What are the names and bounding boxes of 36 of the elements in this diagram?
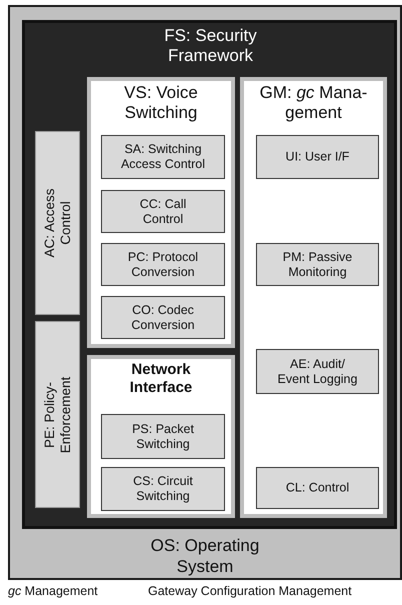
component-box xyxy=(101,296,225,339)
box-label: PS: Packet Switching xyxy=(131,422,195,452)
component-box xyxy=(101,135,225,179)
box-label: SA: Switching Access Control xyxy=(120,142,206,172)
box-label: FS: Security Framework xyxy=(163,26,258,67)
side-module xyxy=(35,131,80,315)
box-label: OS: Operating System xyxy=(150,536,260,577)
box-label: AE: Audit/ Event Logging xyxy=(276,356,358,386)
component-box xyxy=(256,349,379,394)
box-label: CS: Circuit Switching xyxy=(132,474,194,504)
box-label: GM: gc Mana- gement xyxy=(258,83,368,124)
box-label: CL: Control xyxy=(284,480,350,496)
box-label: UI: User I/F xyxy=(284,150,350,164)
box-label: PE: Policy- Enforcement xyxy=(41,375,74,455)
component-box xyxy=(101,467,225,511)
component-box xyxy=(256,467,379,509)
box-label: PC: Protocol Conversion xyxy=(126,250,200,280)
box-label: CO: Codec Conversion xyxy=(130,302,196,332)
component-box xyxy=(101,243,225,286)
component-box xyxy=(101,190,225,233)
module-panel xyxy=(240,77,387,518)
system-layer xyxy=(8,5,402,580)
module-panel xyxy=(87,77,235,348)
box-label: CC: Call Control xyxy=(138,196,188,226)
note-text: Gateway Configuration Management xyxy=(148,584,352,598)
box-label: PM: Passive Monitoring xyxy=(282,250,354,280)
module-panel xyxy=(87,355,235,518)
framework-layer xyxy=(22,20,397,529)
component-box xyxy=(256,135,379,179)
section-heading: Network Interface xyxy=(128,361,194,397)
box-label: AC: Access Control xyxy=(41,187,74,260)
component-box xyxy=(256,243,379,286)
component-box xyxy=(101,414,225,459)
note-text: gc Management xyxy=(8,584,98,598)
side-module xyxy=(35,321,80,508)
box-label: VS: Voice Switching xyxy=(123,83,199,124)
